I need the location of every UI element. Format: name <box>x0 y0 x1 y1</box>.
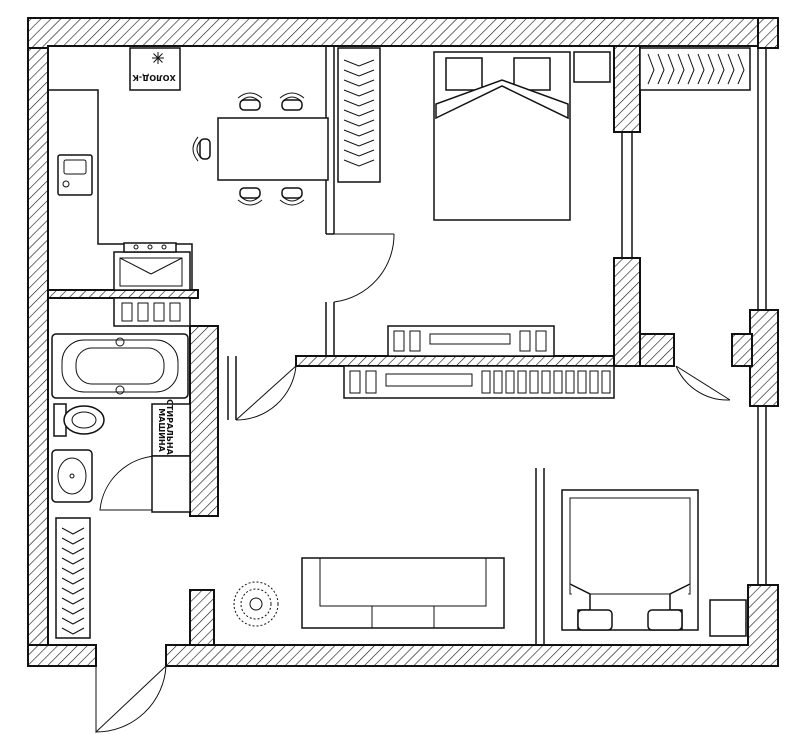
bottom-left-wall <box>27 644 97 667</box>
bedroom-door <box>333 233 395 303</box>
window-right <box>757 48 767 585</box>
fridge-label: ХОЛОД-К <box>132 73 176 82</box>
entry-door <box>95 665 167 734</box>
dining-table <box>217 117 329 181</box>
side-table <box>709 599 747 637</box>
radiator-hall <box>55 517 91 639</box>
mid-partition <box>295 355 615 367</box>
outer-walls <box>27 17 779 667</box>
single-bed <box>561 489 699 631</box>
kitchen: ХОЛОД-К <box>48 47 381 291</box>
bathroom-door <box>235 365 297 421</box>
right-column <box>749 309 779 407</box>
top-wall <box>27 17 779 49</box>
radiator-kitchen <box>337 47 381 183</box>
wc-door <box>99 455 157 511</box>
balcony-stub <box>639 333 675 367</box>
kitchen-counter <box>48 89 193 290</box>
round-rug <box>233 581 279 627</box>
washing-machine <box>151 403 191 457</box>
kitchen-counter-bottom <box>47 289 199 299</box>
bathroom: СТИРАЛЬНАЯ МАШИНА <box>51 297 191 639</box>
left-wall <box>27 47 49 646</box>
nightstand <box>573 51 611 83</box>
balcony-wall-bottom <box>613 257 641 367</box>
wardrobe-doors <box>481 370 611 394</box>
partitions <box>227 46 545 645</box>
kitchen-sink <box>57 154 93 196</box>
bedroom <box>387 47 751 357</box>
bathtub <box>51 333 189 399</box>
living-room <box>233 365 747 637</box>
right-wall-top <box>757 17 779 49</box>
bath-wall <box>189 325 219 517</box>
balcony-door <box>675 365 731 401</box>
washer-label-1: СТИРАЛЬНАЯ <box>165 399 174 461</box>
washbasin <box>51 449 93 503</box>
toilet <box>53 403 105 437</box>
sofa <box>301 557 505 629</box>
snowflake-icon <box>152 52 164 64</box>
washer-label-2: МАШИНА <box>157 408 166 452</box>
balcony-wall-top <box>613 45 641 133</box>
radiator-fins <box>343 59 375 167</box>
bath-stub <box>189 589 215 646</box>
balcony-stub-right <box>731 333 753 367</box>
